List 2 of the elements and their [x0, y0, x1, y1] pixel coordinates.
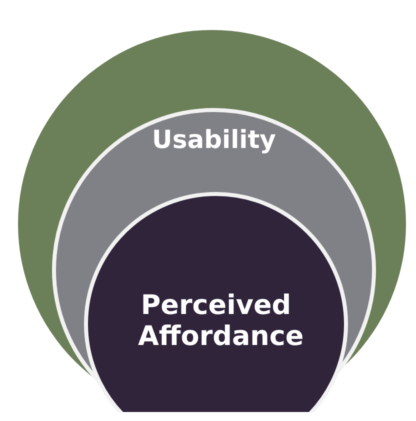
circle-label: Perceived Affordance	[137, 290, 305, 352]
circle-label: Usability	[151, 126, 277, 155]
